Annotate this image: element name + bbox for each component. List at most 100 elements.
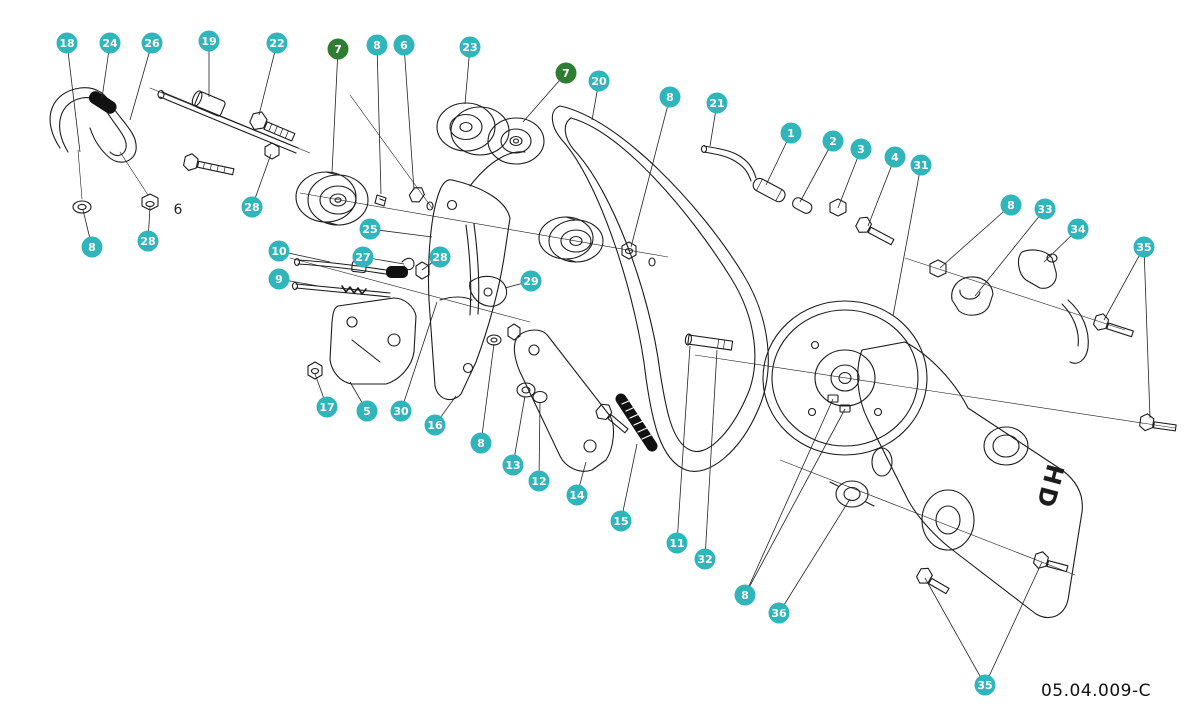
callout-number: 4 [891,151,899,164]
callout-leader-line [704,349,718,560]
callout-25[interactable]: 25 [359,218,433,240]
callout-badge[interactable] [316,396,338,418]
callout-badge[interactable] [528,470,550,492]
callout-8[interactable]: 8 [366,34,388,195]
callout-35[interactable]: 35 [924,561,1043,696]
callout-29[interactable]: 29 [504,270,542,292]
callout-badge[interactable] [822,130,844,152]
callout-badge[interactable] [137,230,159,252]
callout-1[interactable]: 1 [765,122,802,186]
pulley-shaft [684,333,734,351]
callout-badge[interactable] [141,32,163,54]
callout-badge[interactable] [1133,236,1155,258]
callout-badge[interactable] [555,62,577,84]
callout-badge[interactable] [356,400,378,422]
callout-number: 31 [913,159,928,172]
clip-and-bolt [374,187,434,211]
callout-badge[interactable] [780,122,802,144]
callout-number: 8 [741,589,749,602]
callout-15[interactable]: 15 [610,443,638,532]
callout-badge[interactable] [910,154,932,176]
callout-8[interactable]: 8 [734,398,846,606]
callout-5[interactable]: 5 [349,381,378,422]
callout-8[interactable]: 8 [939,194,1022,269]
callout-badge[interactable] [470,432,492,454]
callout-13[interactable]: 13 [502,395,526,476]
callout-24[interactable]: 24 [99,32,121,99]
callout-12[interactable]: 12 [528,401,550,492]
callout-badge[interactable] [81,236,103,258]
callout-27[interactable]: 27 [352,246,405,268]
callout-28[interactable]: 28 [421,246,451,271]
callout-36[interactable]: 36 [768,498,851,624]
callout-22[interactable]: 22 [258,32,288,116]
callout-badge[interactable] [588,70,610,92]
callout-badge[interactable] [390,400,412,422]
callout-8[interactable]: 8 [630,86,681,248]
callout-badge[interactable] [459,36,481,58]
callout-badge[interactable] [706,92,728,114]
callout-35[interactable]: 35 [1103,236,1155,419]
callout-badge[interactable] [241,196,263,218]
callout-badge[interactable] [974,674,996,696]
callout-badge[interactable] [520,270,542,292]
callout-32[interactable]: 32 [694,349,718,570]
callout-leader-line [66,42,81,153]
callout-33[interactable]: 33 [974,198,1056,297]
callout-3[interactable]: 3 [837,138,872,209]
control-rod [700,144,895,246]
callout-badge[interactable] [366,34,388,56]
callout-34[interactable]: 34 [1043,218,1089,263]
callout-28[interactable]: 28 [137,206,159,252]
callout-16[interactable]: 16 [424,395,457,436]
callout-badge[interactable] [56,32,78,54]
callout-30[interactable]: 30 [390,301,438,422]
callout-badge[interactable] [424,414,446,436]
callout-6[interactable]: 6 [393,34,415,191]
callout-badge[interactable] [694,548,716,570]
callout-14[interactable]: 14 [566,461,588,506]
callout-badge[interactable] [327,38,349,60]
callout-badge[interactable] [1067,218,1089,240]
callout-badge[interactable] [1000,194,1022,216]
callout-badge[interactable] [268,268,290,290]
callout-badge[interactable] [659,86,681,108]
callout-badge[interactable] [393,34,415,56]
callout-17[interactable]: 17 [314,373,338,418]
callout-8[interactable]: 8 [470,343,495,454]
callout-11[interactable]: 11 [666,345,691,554]
callout-badge[interactable] [502,454,524,476]
callout-leader-line [799,140,834,203]
callout-4[interactable]: 4 [867,146,906,227]
callout-9[interactable]: 9 [268,268,319,290]
callout-badge[interactable] [359,218,381,240]
callout-badge[interactable] [352,246,374,268]
callout-8[interactable]: 8 [81,209,103,258]
callout-badge[interactable] [429,246,451,268]
callout-badge[interactable] [1034,198,1056,220]
callout-badge[interactable] [268,240,290,262]
callout-badge[interactable] [884,146,906,168]
callout-leader-line [538,401,541,482]
callout-31[interactable]: 31 [892,154,932,317]
callout-badge[interactable] [734,584,756,606]
callout-badge[interactable] [198,30,220,52]
callout-badge[interactable] [566,484,588,506]
callout-10[interactable]: 10 [268,240,331,263]
callout-badge[interactable] [768,602,790,624]
callout-26[interactable]: 26 [129,32,163,121]
callout-badge[interactable] [850,138,872,160]
callout-badge[interactable] [266,32,288,54]
callout-19[interactable]: 19 [198,30,220,98]
callout-21[interactable]: 21 [706,92,728,147]
callout-23[interactable]: 23 [459,36,481,105]
callout-2[interactable]: 2 [799,130,844,203]
callout-7[interactable]: 7 [522,62,577,123]
callout-badge[interactable] [610,510,632,532]
callout-28[interactable]: 28 [241,153,272,218]
callout-7[interactable]: 7 [327,38,349,174]
callout-badge[interactable] [666,532,688,554]
callout-18[interactable]: 18 [56,32,81,153]
callout-badge[interactable] [99,32,121,54]
callout-20[interactable]: 20 [588,70,610,121]
